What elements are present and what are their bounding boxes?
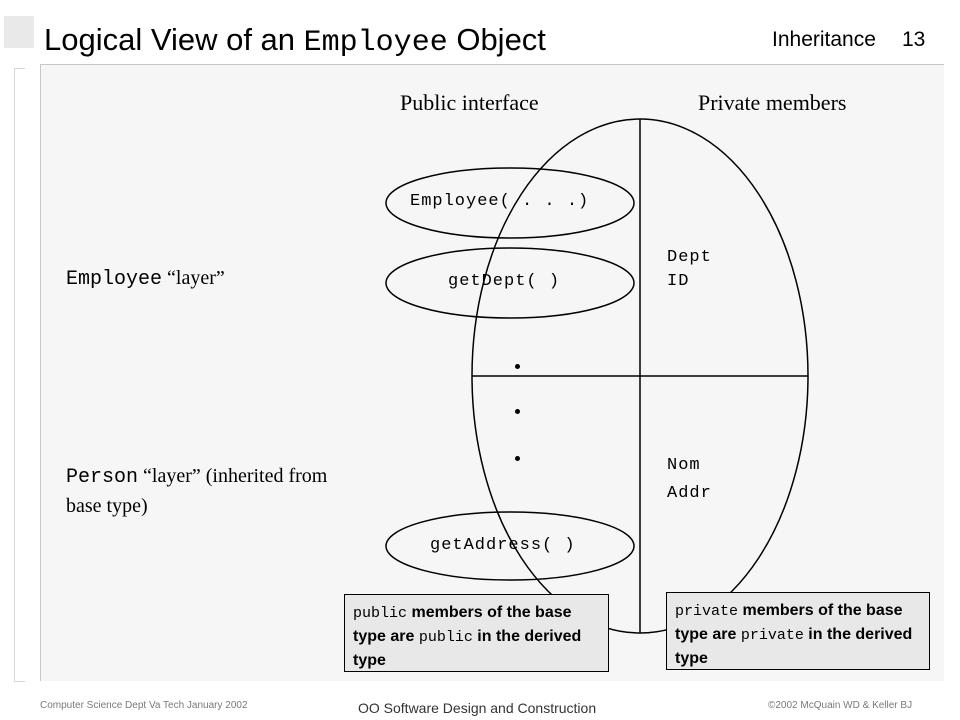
callout-code: private <box>675 603 739 620</box>
content-panel <box>40 64 944 681</box>
title-suffix: Object <box>456 22 546 57</box>
private-callout: private members of the base type are pri… <box>666 592 930 670</box>
private-dept: Dept <box>667 248 712 267</box>
callout-text: in the derived type <box>675 626 913 667</box>
title-code: Employee <box>303 26 448 60</box>
footer-copyright: ©2002 McQuain WD & Keller BJ <box>768 700 913 711</box>
person-layer-code: Person <box>66 466 139 489</box>
ellipsis-dot <box>515 456 520 461</box>
left-margin-rule <box>14 68 25 682</box>
employee-constructor-oval <box>385 167 635 239</box>
page-number: 13 <box>902 28 926 51</box>
footer-course: OO Software Design and Construction <box>358 700 597 716</box>
callout-text: in the derived type <box>353 628 582 669</box>
corner-decoration <box>4 16 34 48</box>
get-dept-oval <box>385 247 635 319</box>
person-layer-text: “layer” (inherited from base type) <box>66 465 328 517</box>
callout-text: members of the base type are <box>353 604 572 645</box>
ellipsis-dot <box>515 364 520 369</box>
person-layer-label: Person “layer” (inherited from base type… <box>66 462 346 520</box>
employee-layer-text: “layer” <box>167 267 225 289</box>
callout-text: members of the base type are <box>675 602 903 643</box>
employee-layer-code: Employee <box>66 268 163 291</box>
callout-code: public <box>353 605 408 622</box>
callout-code: public <box>418 629 473 646</box>
private-members-header: Private members <box>698 90 847 115</box>
private-id: ID <box>667 272 690 291</box>
public-interface-header: Public interface <box>400 90 539 115</box>
slide-title: Logical View of an Employee Object <box>44 22 546 60</box>
employee-constructor-member: Employee( . . .) <box>410 192 590 211</box>
private-addr: Addr <box>667 484 712 503</box>
ellipsis-dot <box>515 409 520 414</box>
get-address-member: getAddress( ) <box>430 536 576 555</box>
public-callout: public members of the base type are publ… <box>344 594 609 672</box>
title-prefix: Logical View of an <box>44 22 296 57</box>
private-nom: Nom <box>667 456 701 475</box>
employee-layer-label: Employee “layer” <box>66 264 225 294</box>
get-dept-member: getDept( ) <box>448 272 561 291</box>
section-label: Inheritance <box>772 28 876 51</box>
get-address-oval <box>385 511 635 581</box>
footer-dept: Computer Science Dept Va Tech January 20… <box>40 700 248 711</box>
callout-code: private <box>740 627 804 644</box>
